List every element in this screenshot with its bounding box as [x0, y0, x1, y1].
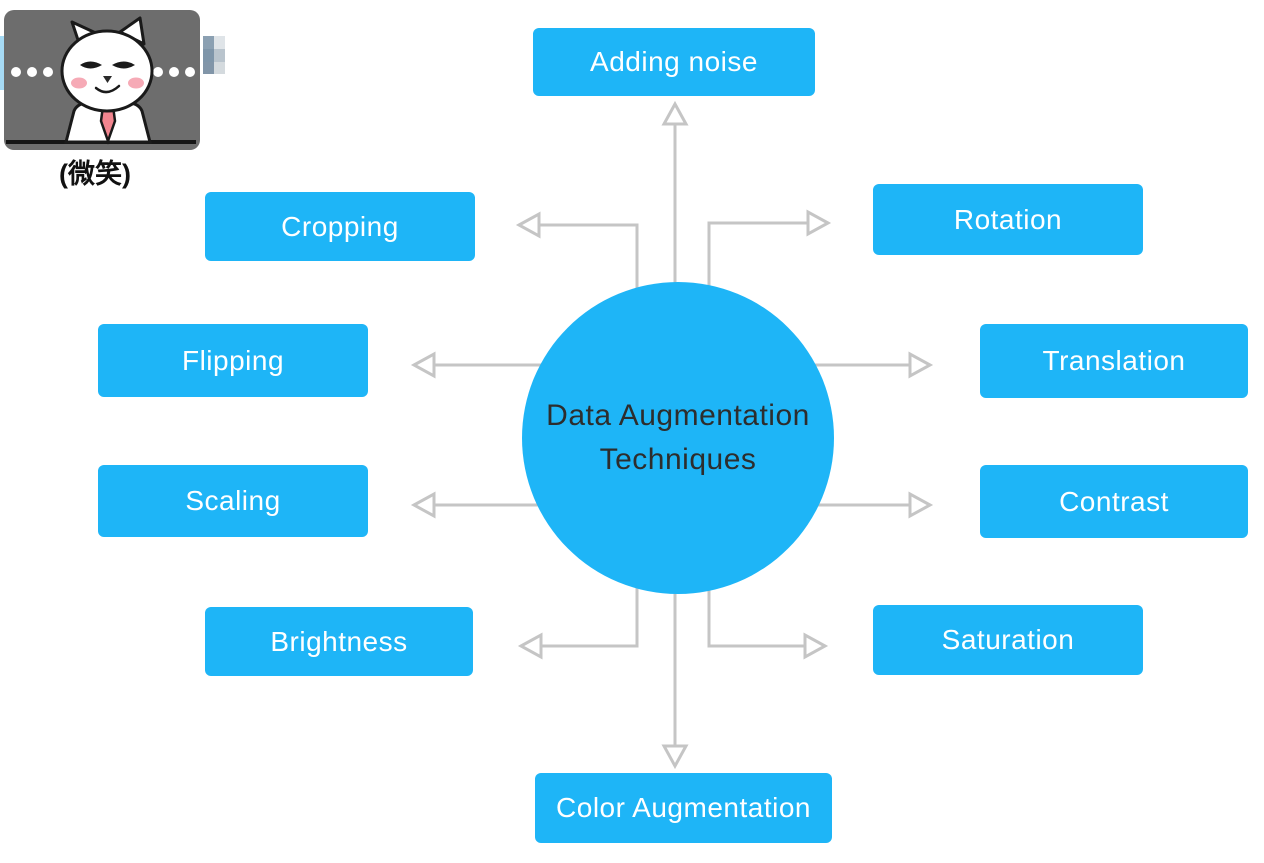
node-label: Brightness — [270, 625, 408, 657]
cat-head — [60, 29, 154, 113]
sticker-dots — [11, 67, 195, 77]
center-hub-title-line1: Data Augmentation — [546, 399, 810, 432]
cat-smile-sticker — [4, 10, 200, 150]
node-label: Flipping — [181, 344, 285, 376]
cat-smile — [94, 84, 121, 94]
node-color-augmentation: Color Augmentation — [535, 773, 832, 843]
cat-nose — [103, 76, 112, 83]
node-flipping: Flipping — [98, 324, 368, 397]
cat-cheek-left — [71, 77, 87, 89]
node-rotation: Rotation — [873, 184, 1143, 255]
cat-eye-right — [112, 61, 135, 69]
node-label: Scaling — [185, 485, 281, 516]
node-adding-noise: Adding noise — [533, 28, 815, 96]
sticker-caption: (微笑) — [59, 159, 131, 189]
cat-sticker-drawing — [6, 16, 196, 145]
node-contrast: Contrast — [980, 465, 1248, 538]
node-label: Adding noise — [590, 46, 758, 77]
center-hub: Data Augmentation Techniques — [522, 282, 834, 594]
center-hub-title-line2: Techniques — [599, 443, 757, 476]
node-label: Cropping — [281, 210, 399, 242]
node-label: Color Augmentation — [556, 792, 811, 823]
node-cropping: Cropping — [205, 192, 475, 261]
node-label: Saturation — [941, 624, 1075, 655]
node-brightness: Brightness — [205, 607, 473, 676]
node-saturation: Saturation — [873, 605, 1143, 675]
compression-artifact — [203, 36, 225, 74]
node-scaling: Scaling — [98, 465, 368, 537]
cat-eye-left — [80, 61, 102, 69]
node-translation: Translation — [980, 324, 1248, 398]
screenshot-edge-artifact — [0, 36, 5, 90]
cat-cheek-right — [128, 77, 144, 89]
node-label: Contrast — [1059, 485, 1169, 517]
node-label: Rotation — [953, 203, 1063, 235]
node-label: Translation — [1042, 345, 1186, 376]
